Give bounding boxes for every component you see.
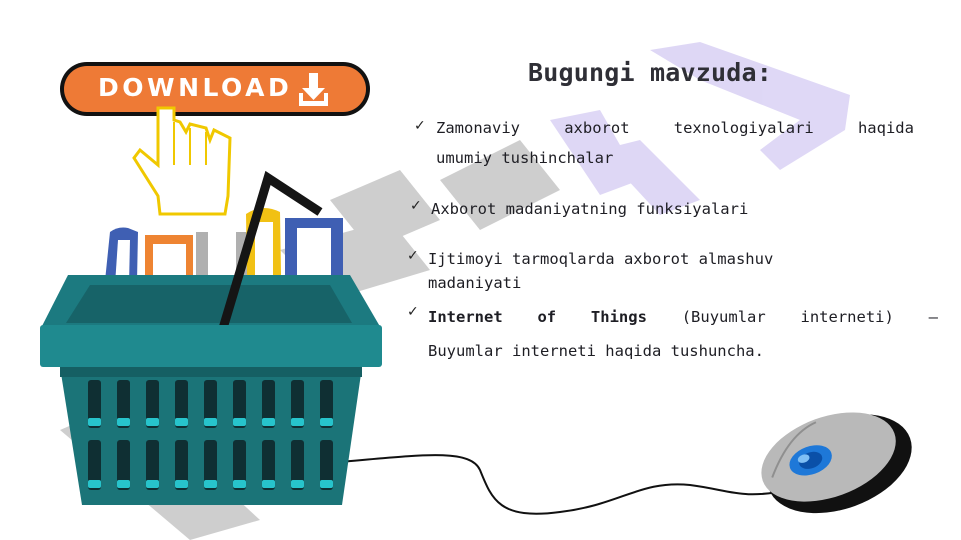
iot-word: – bbox=[928, 308, 938, 326]
bullet1-word: axborot bbox=[564, 119, 630, 137]
computer-mouse-icon bbox=[761, 412, 912, 514]
basket-slot bbox=[204, 380, 217, 428]
bullet3-line1: Ijtimoyi tarmoqlarda axborot almashuv bbox=[428, 250, 774, 268]
basket-slot-highlight bbox=[320, 480, 333, 488]
basket-slot-highlight bbox=[175, 480, 188, 488]
basket-slot-highlight bbox=[117, 418, 130, 426]
download-arrow-icon bbox=[299, 73, 328, 106]
basket-slot bbox=[146, 440, 159, 490]
bullet1-line2: umumiy tushinchalar bbox=[436, 149, 614, 167]
basket-slot bbox=[146, 380, 159, 428]
bullet1-word: texnologiyalari bbox=[673, 119, 814, 137]
basket-slot-highlight bbox=[146, 480, 159, 488]
basket-slot-highlight bbox=[117, 480, 130, 488]
basket-slot bbox=[291, 440, 304, 490]
bullet1-word: haqida bbox=[857, 119, 914, 137]
bullet3-line2: madaniyati bbox=[428, 274, 522, 292]
basket-slot-highlight bbox=[291, 418, 304, 426]
bullet-info-culture: Axborot madaniyatning funksiyalari bbox=[431, 200, 749, 218]
basket-slot-highlight bbox=[233, 418, 246, 426]
check-icon: ✓ bbox=[410, 198, 422, 214]
hand-cursor-icon bbox=[132, 106, 232, 216]
check-icon: ✓ bbox=[407, 248, 419, 264]
basket-slot-highlight bbox=[146, 418, 159, 426]
bullet-iot: Internet of Things (Buyumlar interneti) … bbox=[428, 300, 938, 368]
basket-slot-highlight bbox=[204, 418, 217, 426]
iot-word: Internet bbox=[428, 308, 503, 326]
basket-slot bbox=[204, 440, 217, 490]
download-button-graphic bbox=[60, 62, 370, 116]
basket-slot bbox=[233, 380, 246, 428]
iot-word: Things bbox=[590, 308, 647, 326]
basket-slot-highlight bbox=[320, 418, 333, 426]
basket-slot bbox=[291, 380, 304, 428]
bullet4-line2: Buyumlar interneti haqida tushuncha. bbox=[428, 342, 764, 360]
basket-slot bbox=[117, 440, 130, 490]
basket-slot-highlight bbox=[262, 418, 275, 426]
basket-slot bbox=[320, 380, 333, 428]
basket-slot bbox=[233, 440, 246, 490]
basket-slot bbox=[117, 380, 130, 428]
iot-word: of bbox=[537, 308, 557, 326]
basket-slot-highlight bbox=[88, 418, 101, 426]
basket-slot-highlight bbox=[262, 480, 275, 488]
basket-slot bbox=[175, 380, 188, 428]
basket-slot-highlight bbox=[88, 480, 101, 488]
iot-word: (Buyumlar bbox=[681, 308, 766, 326]
check-icon: ✓ bbox=[407, 304, 419, 320]
basket-slot-highlight bbox=[291, 480, 304, 488]
bullet1-word: Zamonaviy bbox=[436, 119, 520, 137]
basket-slot-highlight bbox=[233, 480, 246, 488]
bullet-social-networks: Ijtimoyi tarmoqlarda axborot almashuv ma… bbox=[428, 244, 773, 298]
basket-slot bbox=[88, 440, 101, 490]
download-label: DOWNLOAD bbox=[98, 73, 293, 102]
basket-slot bbox=[320, 440, 333, 490]
basket-slots bbox=[88, 380, 333, 490]
iot-word: interneti) bbox=[800, 308, 894, 326]
basket-slot-highlight bbox=[204, 480, 217, 488]
basket-slot bbox=[88, 380, 101, 428]
shopping-basket-icon bbox=[40, 170, 382, 505]
bullet-modern-it: Zamonaviy axborot texnologiyalari haqida… bbox=[436, 113, 914, 173]
slide-title: Bugungi mavzuda: bbox=[528, 58, 773, 87]
basket-slot bbox=[262, 440, 275, 490]
basket-slot bbox=[175, 440, 188, 490]
basket-slot-highlight bbox=[175, 418, 188, 426]
basket-slot bbox=[262, 380, 275, 428]
check-icon: ✓ bbox=[414, 118, 426, 134]
